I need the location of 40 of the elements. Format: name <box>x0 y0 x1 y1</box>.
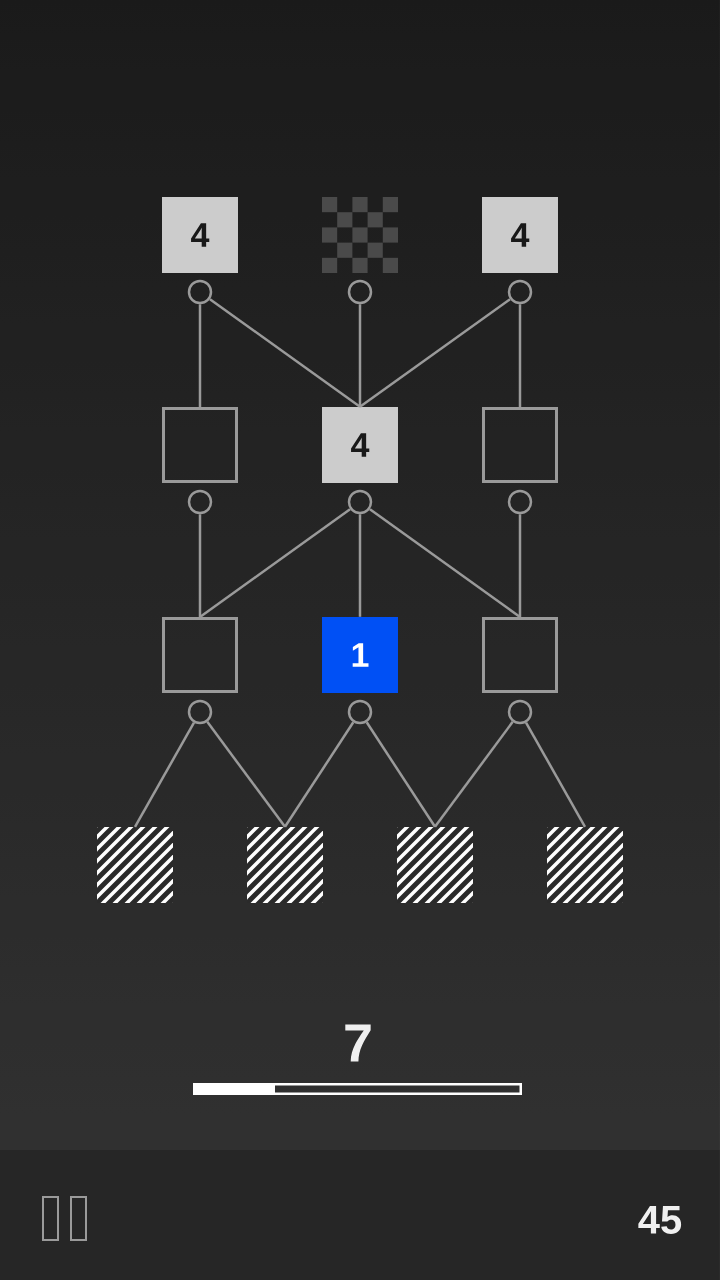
connector-line <box>209 298 361 408</box>
hatched-tile <box>97 827 173 903</box>
socket-circle <box>187 279 213 305</box>
socket-circle <box>507 279 533 305</box>
connector-line <box>359 298 511 408</box>
hatched-tile <box>547 827 623 903</box>
number-tile: 1 <box>322 617 398 693</box>
socket-circle <box>507 489 533 515</box>
connector-line <box>198 514 202 617</box>
hatched-tile <box>247 827 323 903</box>
connector-line <box>198 304 202 407</box>
connector-line <box>199 508 351 619</box>
empty-tile <box>482 407 558 483</box>
socket-circle <box>347 699 373 725</box>
socket-circle <box>187 699 213 725</box>
connector-line <box>358 514 362 617</box>
connector-line <box>206 721 286 828</box>
socket-circle <box>347 279 373 305</box>
empty-tile <box>162 617 238 693</box>
connector-line <box>434 721 514 828</box>
socket-circle <box>347 489 373 515</box>
counter-number: 45 <box>638 1206 682 1234</box>
connector-line <box>283 721 355 828</box>
empty-tile <box>162 407 238 483</box>
socket-circle <box>187 489 213 515</box>
checker-tile <box>322 197 398 273</box>
number-tile: 4 <box>482 197 558 273</box>
connector-line <box>369 508 521 619</box>
number-tile: 4 <box>162 197 238 273</box>
connector-line <box>365 721 437 828</box>
score-number: 7 <box>345 1024 371 1062</box>
connector-line <box>524 722 587 828</box>
hatched-tile <box>397 827 473 903</box>
connector-line <box>518 304 522 407</box>
socket-circle <box>507 699 533 725</box>
connector-line <box>133 722 196 828</box>
connector-line <box>358 304 362 407</box>
connector-line <box>518 514 522 617</box>
empty-tile <box>482 617 558 693</box>
number-tile: 4 <box>322 407 398 483</box>
